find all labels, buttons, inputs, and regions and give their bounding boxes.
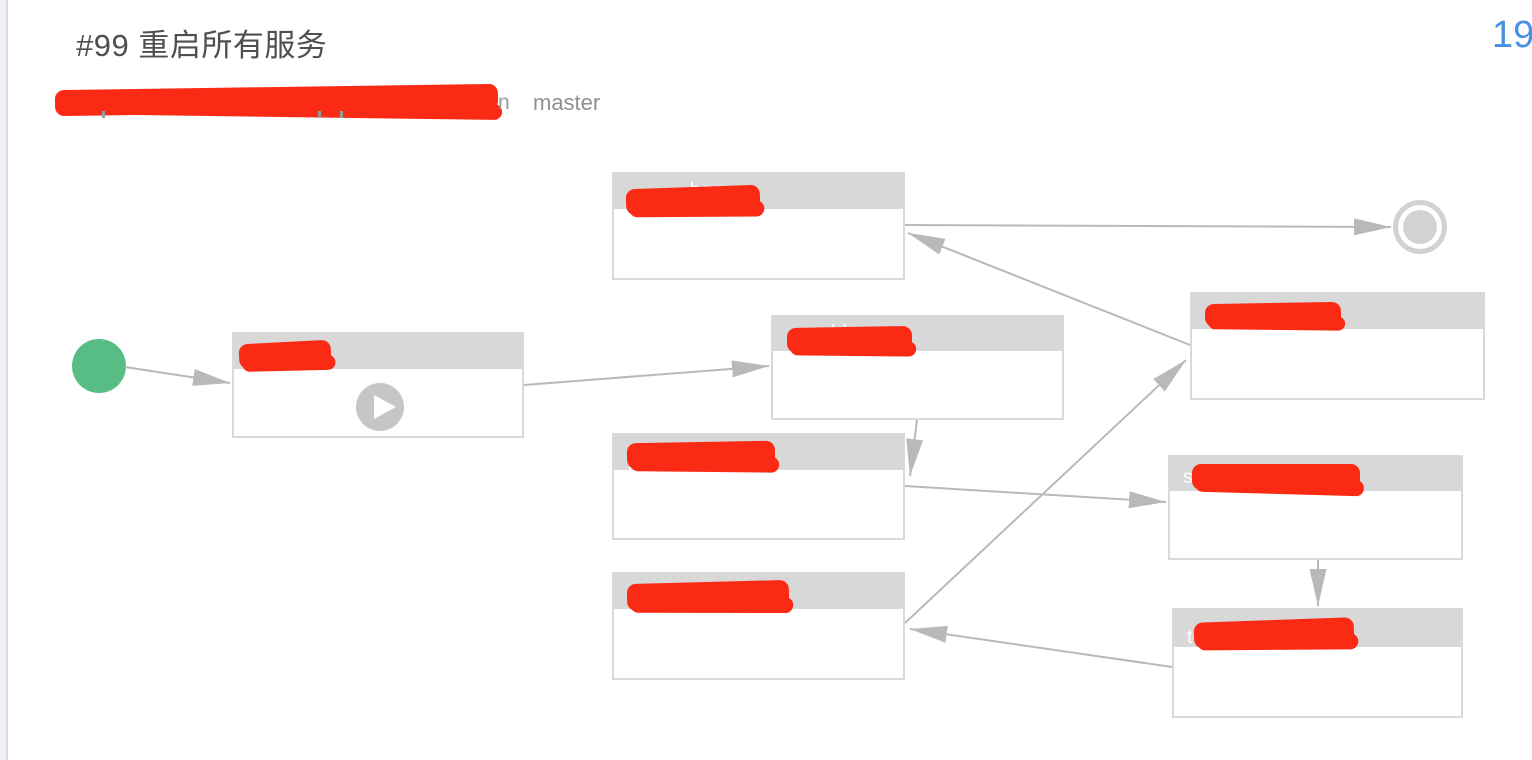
edge-task-top-to-end (904, 218, 1392, 236)
end-node-core (1403, 210, 1437, 244)
redaction-scribble (238, 339, 332, 370)
node-header: p gg (614, 435, 903, 473)
end-node (1393, 200, 1447, 254)
left-panel-divider (6, 0, 8, 760)
redaction-scribble (786, 325, 913, 354)
node-header: gg (1192, 294, 1483, 332)
branch-label: master (533, 90, 601, 115)
url-descender-mark (102, 111, 105, 118)
redacted-url-fragment: n (498, 91, 510, 114)
edge-task-mid-to-task-p (906, 419, 924, 477)
node-header: t p gg (1174, 610, 1461, 650)
edge-trigger-to-task-mid (523, 360, 770, 386)
start-node (72, 339, 126, 393)
left-panel-edge (0, 0, 6, 760)
pipeline-node-task-right-bot[interactable]: t p gg (1172, 608, 1463, 718)
pipeline-node-task-sing[interactable]: singuplonigg (612, 572, 905, 680)
page-title: #99 重启所有服务 (76, 28, 328, 63)
pipeline-node-task-right-mid[interactable]: s g p p (1168, 455, 1463, 560)
node-header: l l (773, 317, 1062, 354)
pipeline-node-task-p[interactable]: p gg (612, 433, 905, 540)
pipeline-node-task-mid[interactable]: l l (771, 315, 1064, 420)
redaction-scribble (625, 184, 761, 216)
redaction-scribble (626, 579, 790, 612)
pipeline-node-trigger[interactable]: gg (232, 332, 524, 438)
url-descender-mark (318, 111, 321, 118)
node-header: singuplonigg (614, 574, 903, 612)
redaction-scribble (1193, 617, 1355, 649)
url-descender-mark (340, 111, 343, 118)
redaction-scribble (1192, 464, 1360, 490)
edge-task-right-bot-to-task-sing (909, 625, 1173, 668)
build-number-link[interactable]: 19 (1492, 14, 1532, 56)
pipeline-node-task-right-top[interactable]: gg (1190, 292, 1485, 400)
node-header: gg (234, 334, 522, 372)
edge-task-p-to-task-right-mid (904, 485, 1167, 509)
edge-start-to-trigger (124, 366, 231, 386)
node-header: bgg (614, 174, 903, 216)
play-icon[interactable] (356, 383, 404, 431)
node-header: s g p p (1170, 457, 1461, 494)
redaction-scribble (626, 440, 776, 470)
pipeline-node-task-top[interactable]: bgg (612, 172, 905, 280)
redaction-scribble (1204, 301, 1342, 328)
